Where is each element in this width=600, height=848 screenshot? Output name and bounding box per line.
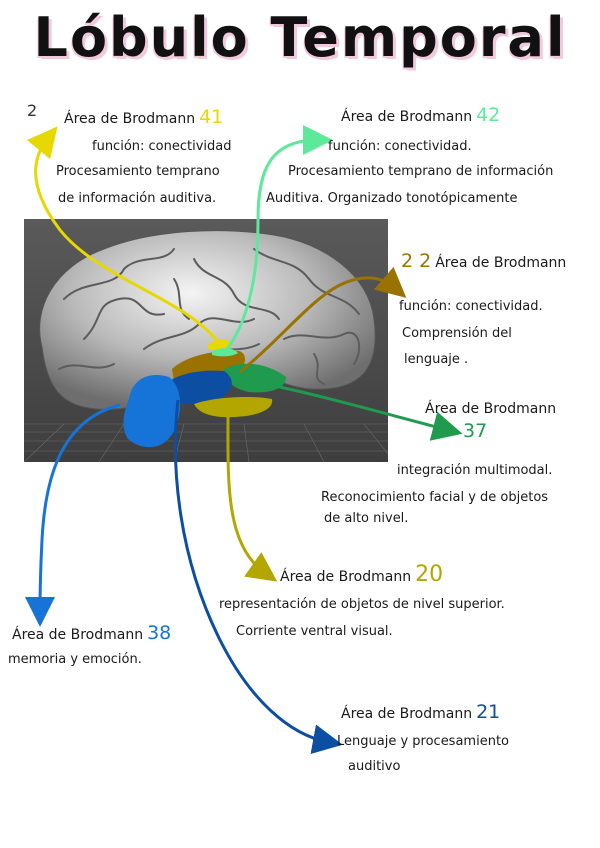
a22-line2: Comprensión del [402,326,512,341]
a41-heading-text: Área de Brodmann [64,111,196,127]
a22-heading-text: Área de Brodmann [435,255,567,271]
a41-line3: de información auditiva. [58,191,217,206]
a22-number: 2 2 [401,250,432,272]
region-a38 [123,375,181,448]
a38-line1: memoria y emoción. [8,652,142,667]
a38-number: 38 [147,622,172,644]
a42-line3: Auditiva. Organizado tonotópicamente [266,191,518,206]
a42-heading-text: Área de Brodmann [341,109,473,125]
page-title: Lóbulo Temporal [33,6,567,69]
a21-number: 21 [476,701,501,723]
a38-heading-text: Área de Brodmann [12,627,144,643]
a37-line3: de alto nivel. [324,511,409,526]
a37-heading: Área de Brodmann [425,401,557,417]
a37-number: 37 [463,420,488,442]
a21-line1: Lenguaje y procesamiento [337,734,509,749]
a37-line1: integración multimodal. [397,463,553,478]
a21-heading-text: Área de Brodmann [341,706,473,722]
a22-line3: lenguaje . [404,352,469,367]
a20-number: 20 [415,562,444,587]
page-number: 2 [27,101,38,120]
a41-line1: función: conectividad [92,139,232,154]
a20-heading-text: Área de Brodmann [280,569,412,585]
a37-line2: Reconocimiento facial y de objetos [321,490,549,505]
region-a21 [162,370,232,405]
brain-illustration [24,219,388,462]
a20-line1: representación de objetos de nivel super… [219,597,505,612]
a42-line1: función: conectividad. [328,139,472,154]
a22-line1: función: conectividad. [399,299,543,314]
a42-line2: Procesamiento temprano de información [288,164,554,179]
a41-number: 41 [199,106,224,128]
a21-line2: auditivo [348,759,401,774]
a41-line2: Procesamiento temprano [56,164,220,179]
a20-line2: Corriente ventral visual. [236,624,393,639]
a42-number: 42 [476,104,501,126]
